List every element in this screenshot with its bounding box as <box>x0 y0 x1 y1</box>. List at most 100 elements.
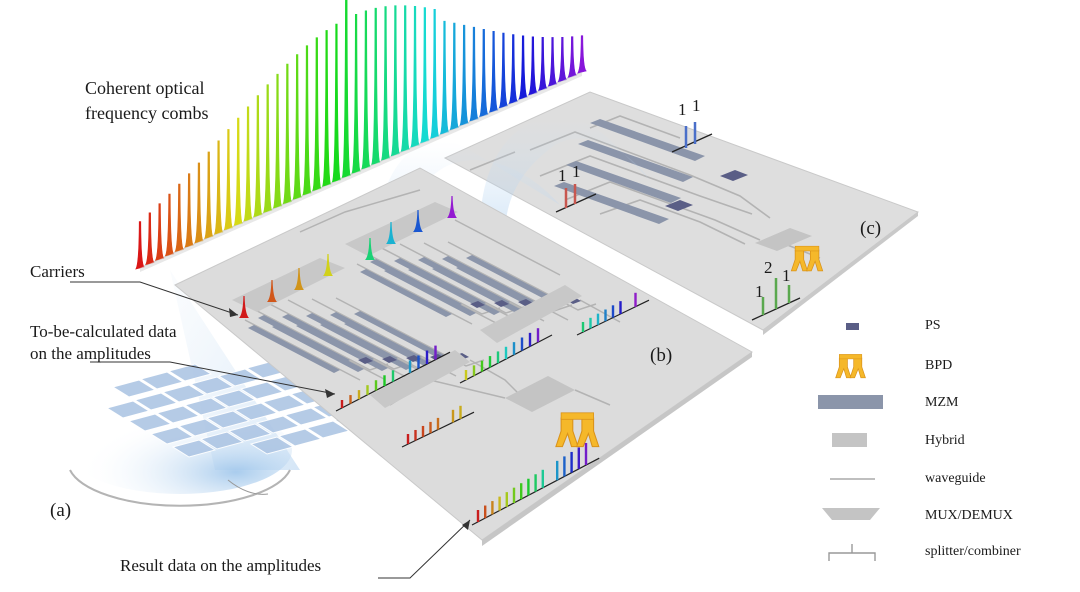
bpd-branch <box>790 249 809 272</box>
result-label: Result data on the amplitudes <box>120 556 322 575</box>
tobecalc-label-1: To-be-calculated data <box>30 322 177 341</box>
callout-lines <box>70 281 471 579</box>
result-callout-line <box>378 519 471 579</box>
chip-b-waveguide <box>454 219 561 276</box>
chip-b-hybrid <box>505 376 575 412</box>
carrier-peak <box>294 268 304 290</box>
chip-b-waveguide <box>579 299 621 323</box>
chip-b-waveguide <box>299 189 421 233</box>
carriers-arrowhead <box>229 308 238 317</box>
comb-line <box>537 37 548 91</box>
wafer-chip-tile <box>239 381 285 400</box>
panel-label-c: (c) <box>860 218 882 239</box>
chip-b-edge <box>482 352 752 546</box>
chip-c-hybrid <box>755 228 812 251</box>
comb-line <box>262 84 273 213</box>
comb-line <box>311 37 322 192</box>
carrier-peak <box>323 254 333 276</box>
comb-line <box>459 24 469 126</box>
carriers-label: Carriers <box>30 262 85 281</box>
chip-c-spectrum-left <box>555 184 597 213</box>
wafer-chip-tile <box>177 418 223 437</box>
comb-line <box>518 35 528 100</box>
comb-line <box>213 140 224 235</box>
comb-line <box>390 5 401 157</box>
chip-b-waveguide <box>574 389 611 406</box>
comb-line <box>223 129 234 231</box>
chip-b-ps <box>494 300 509 307</box>
comb-line <box>508 34 519 104</box>
legend-label-ps: PS <box>925 318 941 333</box>
chip-b-ps <box>406 355 421 362</box>
comb-line <box>154 203 165 261</box>
comb-line <box>528 36 538 96</box>
wafer-chip-tile <box>199 431 245 450</box>
chip-b-waveguide <box>356 263 473 325</box>
comb-line <box>400 5 411 152</box>
chip-c-spectrum-output <box>751 278 801 321</box>
panel-label-a: (a) <box>50 500 72 521</box>
bpd-shape <box>790 245 824 272</box>
legend-label-bpd: BPD <box>925 358 953 373</box>
comb-line <box>282 63 293 205</box>
bpd-branch <box>575 417 600 448</box>
result-arrowhead <box>462 520 470 530</box>
chip-c <box>443 91 920 335</box>
chip-b-mzms <box>248 255 558 373</box>
comb-line <box>331 23 342 183</box>
comb-line <box>361 10 371 170</box>
splitter-combiner-icon <box>828 552 876 561</box>
wafer-chip-tile <box>255 415 301 434</box>
wafer-chip-tile <box>105 400 151 419</box>
comb-line <box>488 30 499 113</box>
bpd-branch <box>555 417 579 448</box>
bpd-bar <box>560 412 594 420</box>
carrier-peak <box>413 210 423 232</box>
comb-line <box>429 9 440 139</box>
chip-b-mzm <box>466 255 558 303</box>
comb-line <box>498 32 509 109</box>
comb-line <box>321 30 332 187</box>
chip-c-top-value-1: 1 <box>678 100 687 119</box>
bpd-shape <box>835 354 866 379</box>
comb-line <box>469 26 479 122</box>
wafer-chip-tile <box>171 439 217 458</box>
wafer-chip-tile <box>189 376 235 395</box>
chip-b-demux-right <box>345 202 458 256</box>
comb-base-band <box>140 72 582 272</box>
comb-line <box>233 117 244 226</box>
comb-line <box>449 22 460 131</box>
wafer-chip-tile <box>305 420 351 439</box>
comb-line <box>292 54 302 200</box>
chip-b-mzm <box>384 268 476 316</box>
comb-line <box>174 183 185 253</box>
comb-line <box>380 6 391 161</box>
chip-c-out-value-2: 2 <box>764 258 773 277</box>
mzm-icon <box>818 395 883 409</box>
bpd-branch <box>849 357 866 379</box>
bpd-branch <box>835 357 852 379</box>
carrier-peak <box>447 196 457 218</box>
legend-label-mux-demux: MUX/DEMUX <box>925 508 1013 523</box>
comb-line <box>410 6 420 148</box>
wafer-chip-tile <box>205 410 251 429</box>
beam-b-to-c-2 <box>480 116 650 235</box>
carrier-peak <box>365 238 375 260</box>
comb-title-line1: Coherent optical <box>85 78 205 98</box>
comb-line <box>184 173 194 248</box>
bpd-branch <box>806 249 824 272</box>
wafer-rim <box>69 469 291 507</box>
comb-line <box>547 37 558 87</box>
chip-b-spectra <box>239 196 650 526</box>
carrier-peak <box>267 280 277 302</box>
chip-b <box>174 167 753 546</box>
comb-line <box>557 36 568 83</box>
chip-b-mux-left <box>370 350 470 408</box>
chip-c-edge <box>763 212 918 335</box>
wafer-chip-tile <box>183 397 229 416</box>
comb-line <box>351 13 361 174</box>
wafer-link-arrow <box>227 479 269 495</box>
wafer-chip-tile <box>149 426 195 445</box>
tobecalc-label-2: on the amplitudes <box>30 344 151 363</box>
legend-label-mzm: MZM <box>925 395 959 410</box>
